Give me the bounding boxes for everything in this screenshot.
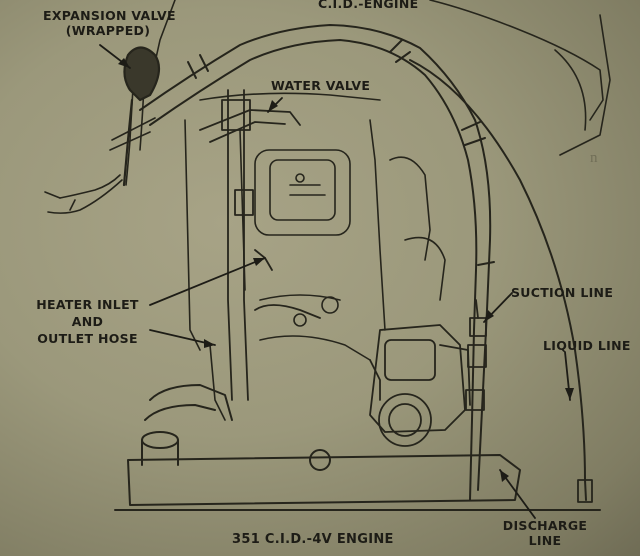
label-title-top: C.I.D.-ENGINE (318, 0, 419, 11)
engine-block (184, 92, 446, 421)
label-expansion-valve-line2: (WRAPPED) (65, 23, 151, 38)
label-suction-line: SUCTION LINE (511, 285, 614, 300)
lower-hose (114, 384, 601, 511)
label-discharge-line2: LINE (528, 533, 562, 548)
diagram-caption: 351 C.I.D.-4V ENGINE (232, 532, 394, 547)
label-water-valve: WATER VALVE (271, 78, 371, 93)
label-heater-hose: HEATER INLET AND OUTLET HOSE (30, 296, 145, 347)
label-heater-line1: HEATER INLET (36, 297, 139, 312)
heater-hoses (199, 89, 321, 401)
label-discharge-line1: DISCHARGE (502, 518, 588, 533)
line-fittings (465, 299, 593, 503)
label-discharge-line: DISCHARGE LINE (500, 518, 590, 548)
bleed-through-text: n (590, 150, 598, 166)
label-heater-line3: OUTLET HOSE (37, 331, 138, 346)
expansion-valve (122, 46, 161, 187)
arrowheads (118, 58, 574, 482)
label-expansion-valve-line1: EXPANSION VALVE (43, 8, 176, 23)
label-expansion-valve: EXPANSION VALVE (WRAPPED) (43, 8, 176, 38)
label-heater-line2: AND (71, 314, 104, 329)
ac-lines (139, 24, 587, 501)
label-liquid-line: LIQUID LINE (543, 338, 631, 353)
cowl-outline (149, 0, 611, 156)
compressor (369, 324, 471, 447)
